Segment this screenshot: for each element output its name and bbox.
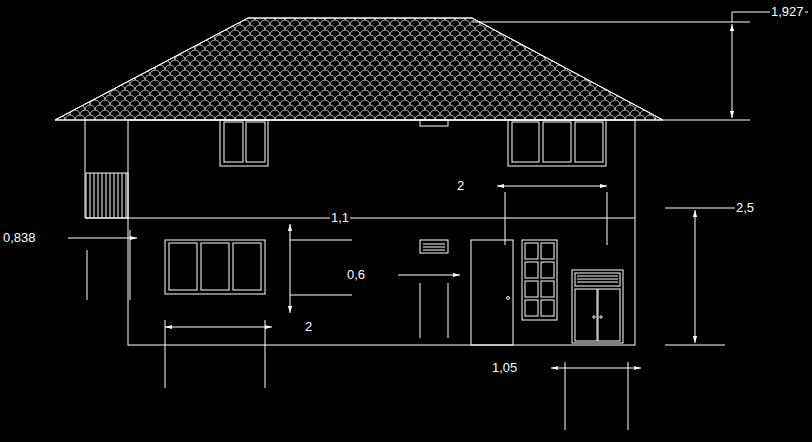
dimension-lines xyxy=(68,12,808,430)
wall-wing xyxy=(85,120,635,218)
dimension-value: 2 xyxy=(456,179,465,193)
glazed-window xyxy=(522,240,557,320)
balustrade xyxy=(86,173,128,218)
dimension-value: 0,838 xyxy=(2,231,37,245)
roof xyxy=(55,18,663,120)
dimension-value: 1,927 xyxy=(770,5,805,19)
dimension-value: 2,5 xyxy=(735,201,755,215)
window xyxy=(165,240,265,294)
window xyxy=(508,120,606,166)
dimension-value: 0,6 xyxy=(346,268,366,282)
dimension-value: 2 xyxy=(304,320,313,334)
wall xyxy=(128,120,635,345)
door xyxy=(471,240,513,345)
roof-outline xyxy=(55,18,663,120)
vent xyxy=(420,120,448,126)
dimension-value: 1,1 xyxy=(330,211,350,225)
vent xyxy=(420,240,448,253)
window xyxy=(220,120,268,166)
dimension-value: 1,05 xyxy=(491,361,518,375)
double-door xyxy=(572,270,623,343)
